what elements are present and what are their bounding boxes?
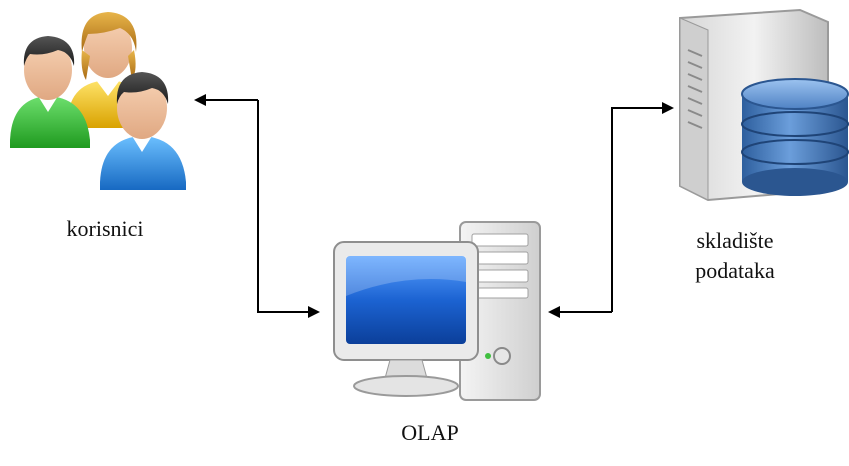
user-blue-figure (100, 72, 186, 190)
users-group-icon (10, 12, 186, 190)
desktop-computer-icon (333, 221, 541, 401)
user-green-figure (10, 36, 90, 148)
olap-label: OLAP (401, 420, 459, 445)
users-label: korisnici (66, 216, 144, 241)
warehouse-label-line2: podataka (695, 258, 775, 283)
database-cylinder (741, 78, 849, 196)
pc-tower (459, 221, 541, 401)
warehouse-label: skladište podataka (660, 226, 810, 286)
warehouse-label-line1: skladište (696, 228, 774, 253)
connector-olap-warehouse (548, 102, 674, 318)
pc-monitor (333, 241, 479, 397)
connector-users-olap (194, 94, 320, 318)
database-server-icon (679, 8, 849, 202)
